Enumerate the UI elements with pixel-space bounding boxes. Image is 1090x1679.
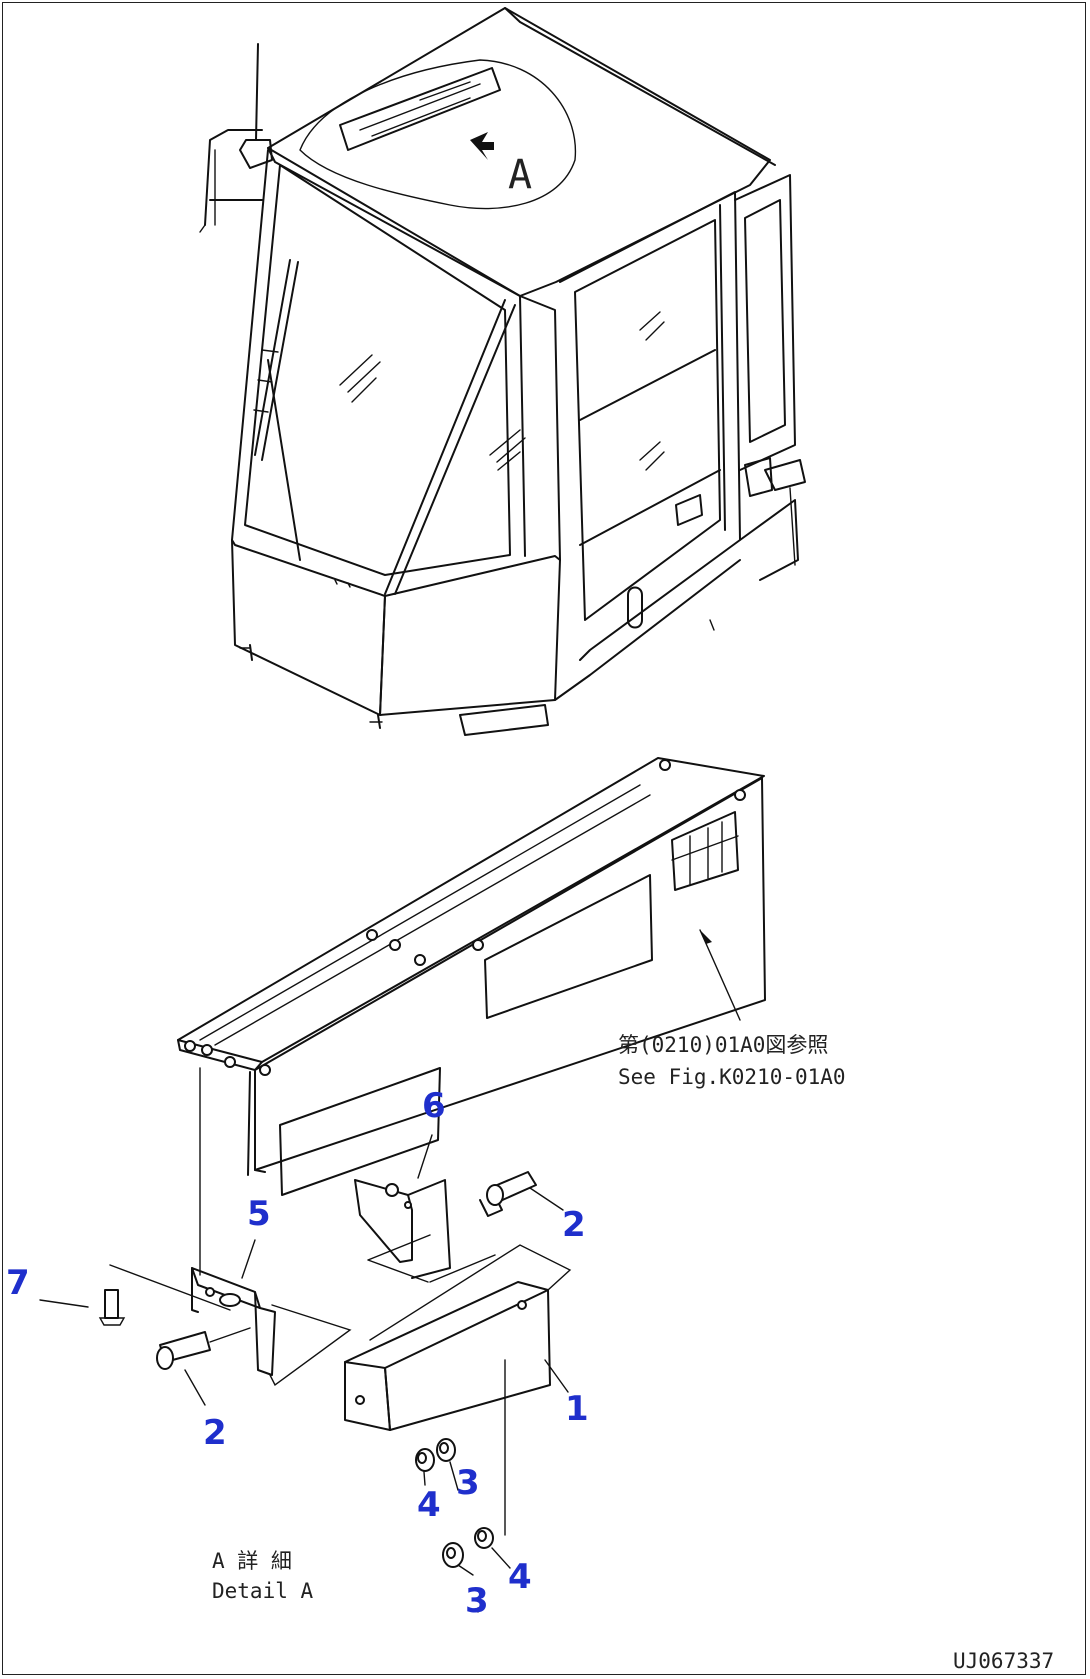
callout-3-upper[interactable]: 3	[456, 1463, 480, 1503]
callout-2-upper[interactable]: 2	[562, 1205, 586, 1245]
detail-label-jp: A 詳 細	[212, 1549, 292, 1573]
cab-illustration	[199, 7, 806, 736]
reference-note-jp: 第(0210)01A0図参照	[618, 1033, 828, 1057]
callout-4-upper[interactable]: 4	[417, 1485, 441, 1525]
callout-leaders	[39, 1134, 569, 1576]
callout-7[interactable]: 7	[6, 1263, 30, 1303]
view-label-a: A	[508, 152, 532, 198]
detail-label-en: Detail A	[212, 1579, 314, 1603]
view-arrow-icon	[470, 132, 494, 160]
callout-4-lower[interactable]: 4	[508, 1557, 532, 1597]
drawing-id: UJ067337	[953, 1649, 1054, 1673]
callout-5[interactable]: 5	[247, 1194, 271, 1234]
console-panel-illustration	[177, 757, 766, 1196]
callout-3-lower[interactable]: 3	[465, 1581, 489, 1621]
callout-6[interactable]: 6	[422, 1086, 446, 1126]
detail-a-illustration	[98, 1067, 572, 1613]
callout-2-lower[interactable]: 2	[203, 1413, 227, 1453]
callout-1[interactable]: 1	[565, 1389, 589, 1429]
reference-note-en: See Fig.K0210-01A0	[618, 1065, 846, 1089]
